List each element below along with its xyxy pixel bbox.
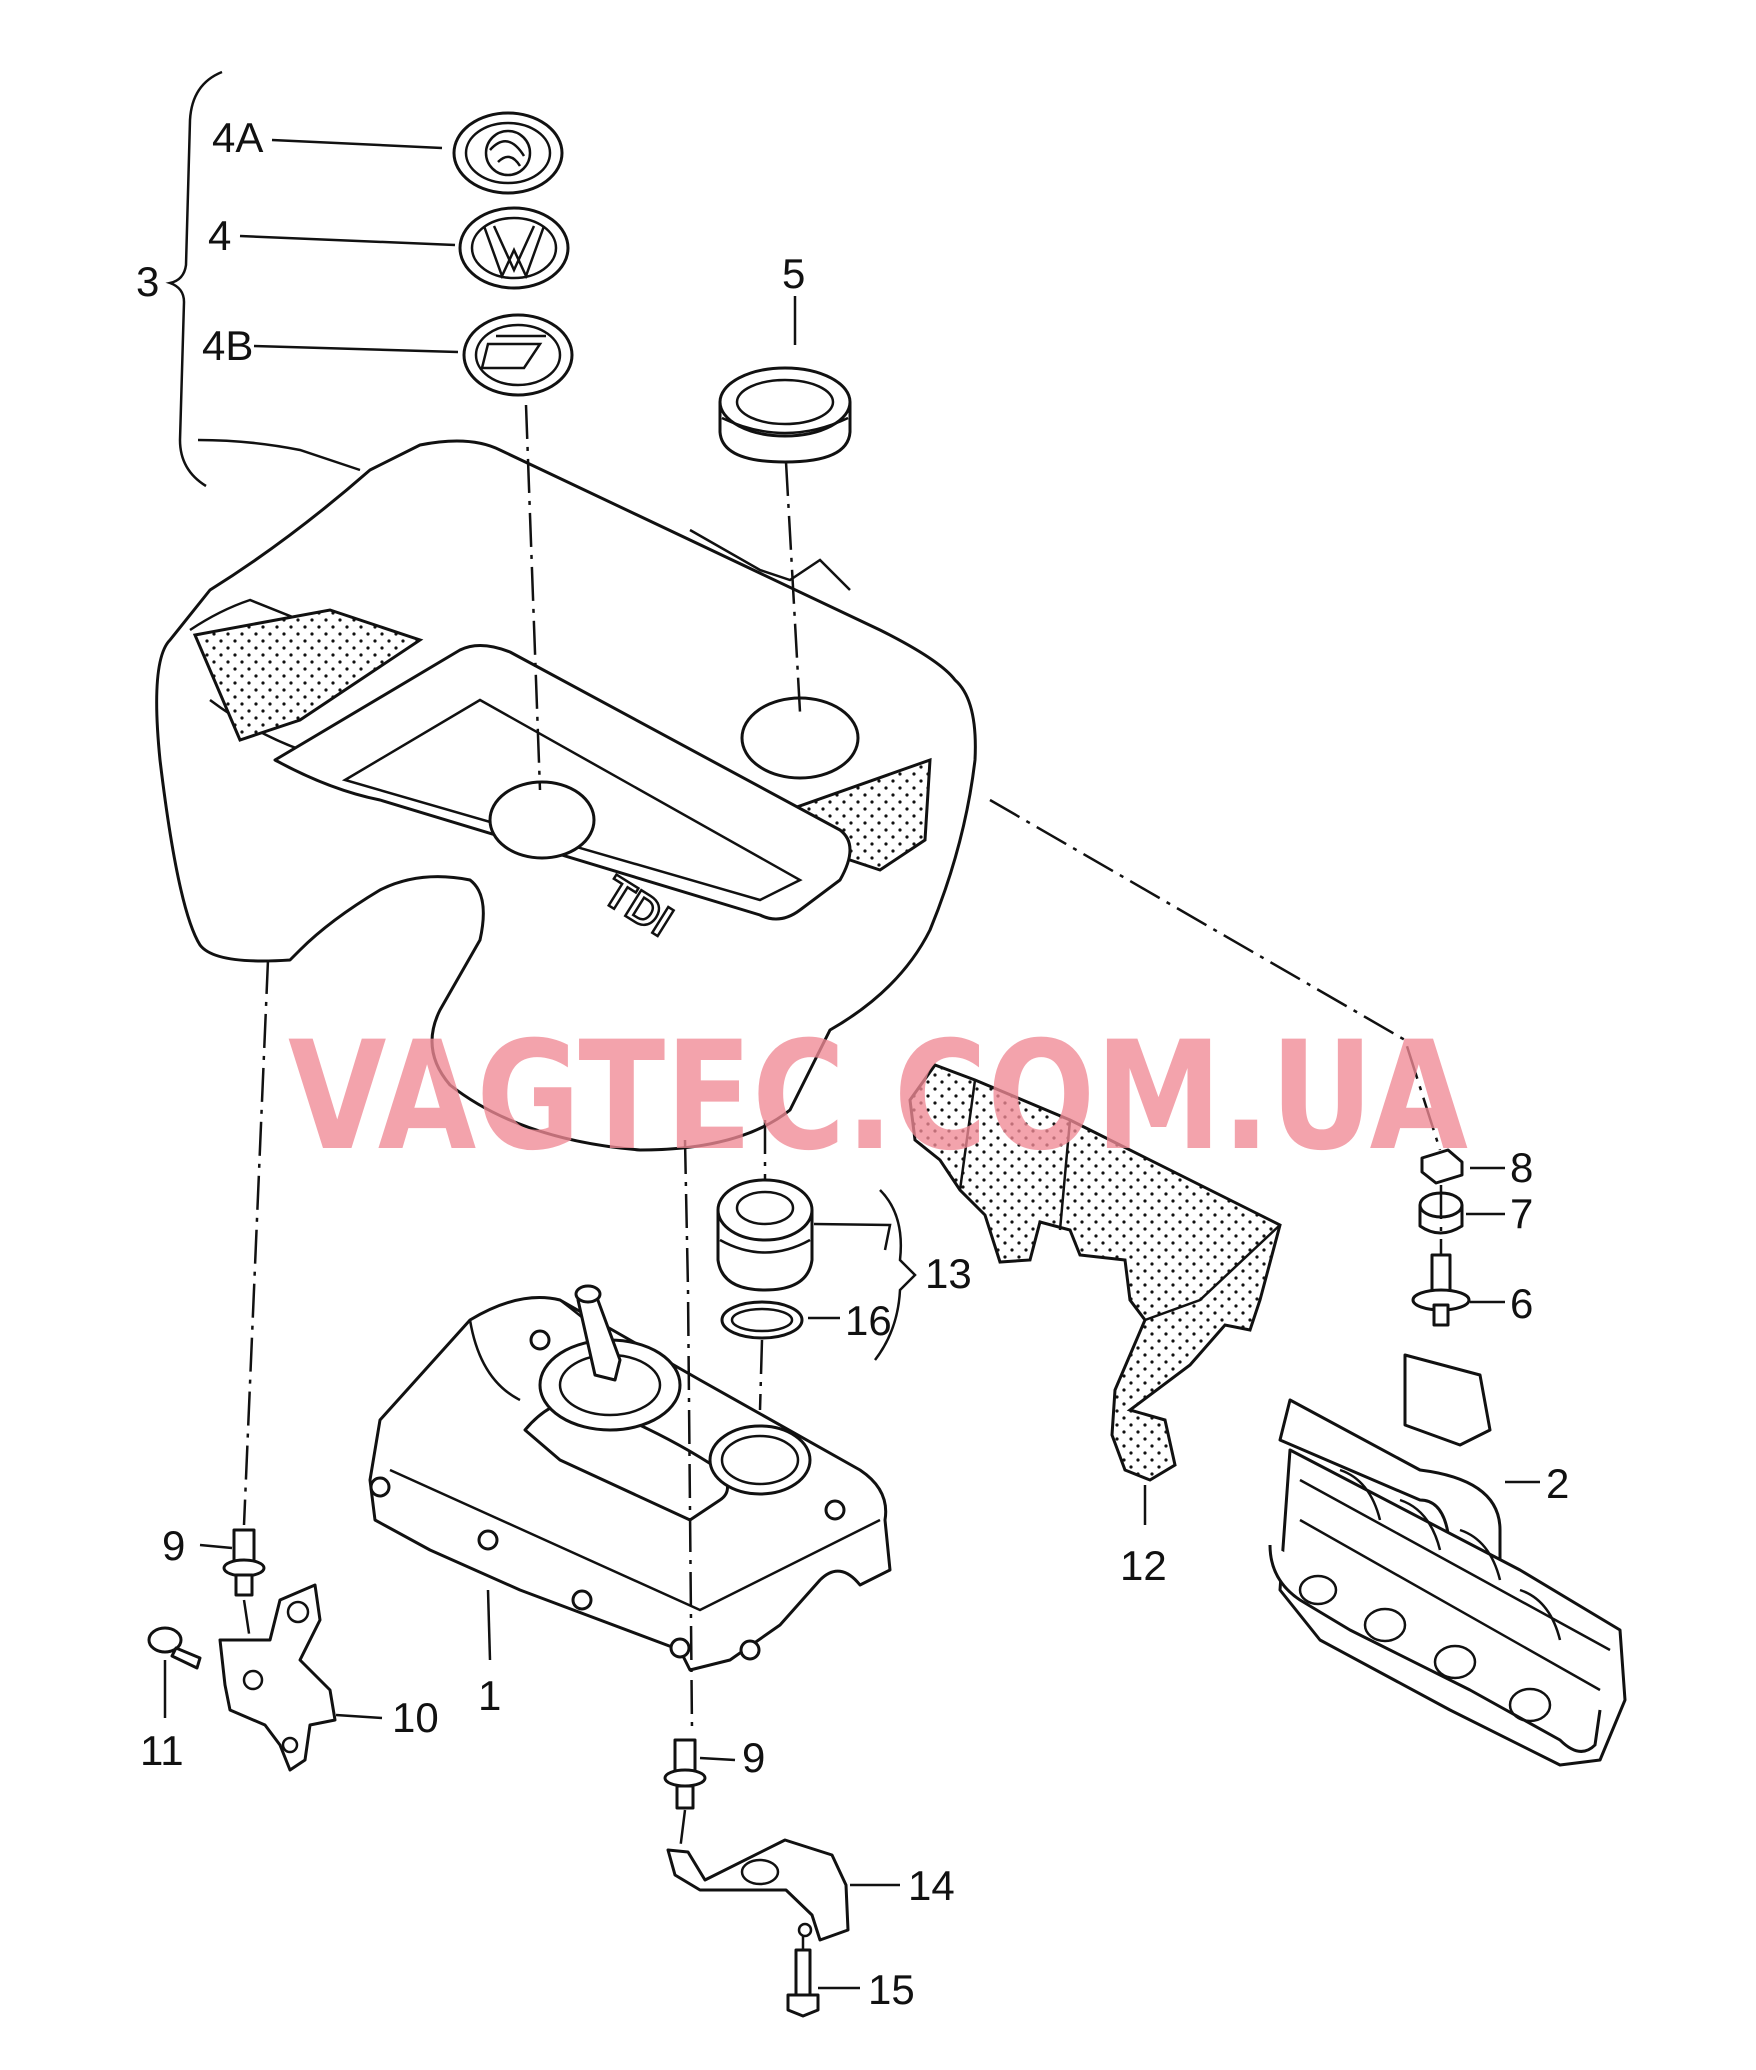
bracket-10 [218,1583,337,1772]
cylinder-head-cover [368,1284,892,1672]
label-9-lower: 9 [742,1734,765,1781]
grommet-5 [718,366,852,464]
emblem-4a [452,111,564,195]
label-8: 8 [1510,1144,1533,1191]
label-14: 14 [908,1862,955,1909]
emblem-4b [462,313,574,397]
watermark: VAGTEC.COM.UA [288,1010,1468,1184]
label-6: 6 [1510,1280,1533,1327]
emblem-4 [458,206,570,290]
leader-lines [163,138,1540,1990]
label-16: 16 [845,1297,892,1344]
label-15: 15 [868,1966,915,2013]
label-10: 10 [392,1694,439,1741]
intake-manifold-2 [1268,1353,1627,1767]
assembly-lines [242,404,1443,1950]
group-3-brace [165,70,223,488]
label-2: 2 [1546,1460,1569,1507]
bolt-9-left [222,1528,266,1597]
bolt-15 [786,1948,820,2018]
nut-8 [1420,1148,1464,1185]
engine-cover: TDI [155,439,977,1152]
o-ring-16 [720,1300,804,1340]
label-11: 11 [140,1727,184,1774]
label-7: 7 [1510,1190,1533,1237]
bolt-9-lower [663,1738,707,1810]
label-4b: 4B [202,322,253,369]
label-1: 1 [478,1672,501,1719]
label-5: 5 [782,250,805,297]
bracket-14 [666,1838,850,1942]
label-13: 13 [925,1250,972,1297]
stud-6 [1411,1253,1471,1327]
label-9-left: 9 [162,1522,185,1569]
group-3-brace-tail [197,438,361,472]
grommet-13 [716,1178,814,1292]
screw-11 [147,1626,202,1670]
label-3: 3 [136,258,159,305]
heat-shield-12 [908,1063,1282,1482]
label-4a: 4A [212,114,263,161]
label-12: 12 [1120,1542,1167,1589]
label-4: 4 [208,212,231,259]
